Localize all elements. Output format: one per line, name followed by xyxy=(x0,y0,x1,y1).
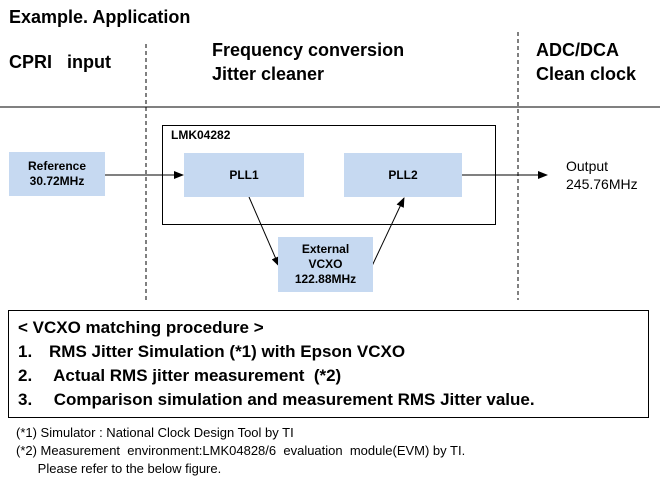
footnote-refer: Please refer to the below figure. xyxy=(16,461,222,476)
output-label: Output 245.76MHz xyxy=(566,157,638,193)
procedure-step: 2. Actual RMS jitter measurement (*2) xyxy=(18,364,648,388)
step-number: 3. xyxy=(18,390,33,409)
pll2-block: PLL2 xyxy=(344,153,462,197)
pll2-label: PLL2 xyxy=(388,167,418,182)
vcxo-label: VCXO xyxy=(308,257,343,271)
step-number: 1. xyxy=(18,342,33,361)
footnote-simulator: (*1) Simulator : National Clock Design T… xyxy=(16,425,294,440)
chip-label: LMK04282 xyxy=(171,128,231,142)
page-title: Example. Application xyxy=(9,7,191,27)
column-heading-adc: ADC/DCA Clean clock xyxy=(536,38,636,86)
step-number: 2. xyxy=(18,366,33,385)
procedure-heading: < VCXO matching procedure > xyxy=(18,318,264,337)
output-frequency: 245.76MHz xyxy=(566,176,638,192)
footnote-measurement: (*2) Measurement environment:LMK04828/6 … xyxy=(16,443,466,458)
adc-dca-label: ADC/DCA xyxy=(536,40,619,60)
vcxo-procedure-box: < VCXO matching procedure > 1. RMS Jitter… xyxy=(8,310,649,418)
step-text: RMS Jitter Simulation (*1) with Epson VC… xyxy=(49,342,406,361)
external-vcxo-block: External VCXO 122.88MHz xyxy=(278,237,373,292)
output-title: Output xyxy=(566,158,609,174)
frequency-conversion-label: Frequency conversion xyxy=(212,40,405,60)
jitter-cleaner-label: Jitter cleaner xyxy=(212,64,325,84)
vcxo-frequency: 122.88MHz xyxy=(294,272,357,286)
reference-block: Reference 30.72MHz xyxy=(9,152,105,196)
pll1-label: PLL1 xyxy=(229,167,259,182)
reference-frequency: 30.72MHz xyxy=(29,174,85,188)
procedure-step: 1. RMS Jitter Simulation (*1) with Epson … xyxy=(18,340,648,364)
pll1-block: PLL1 xyxy=(184,153,304,197)
column-heading-cpri: CPRI input xyxy=(9,50,111,74)
clean-clock-label: Clean clock xyxy=(536,64,637,84)
step-text: Actual RMS jitter measurement (*2) xyxy=(49,366,342,385)
arrow-vcxo-to-pll2 xyxy=(371,197,405,267)
cpri-label: CPRI input xyxy=(9,52,111,72)
arrow-pll1-to-vcxo xyxy=(248,196,280,267)
footnotes: (*1) Simulator : National Clock Design T… xyxy=(16,424,465,478)
reference-label: Reference xyxy=(27,159,87,173)
vcxo-label-external: External xyxy=(301,242,350,256)
step-text: Comparison simulation and measurement RM… xyxy=(49,390,535,409)
procedure-step: 3. Comparison simulation and measurement… xyxy=(18,388,648,412)
column-heading-frequency: Frequency conversion Jitter cleaner xyxy=(212,38,404,86)
lmk04282-chip-outline xyxy=(162,125,496,225)
